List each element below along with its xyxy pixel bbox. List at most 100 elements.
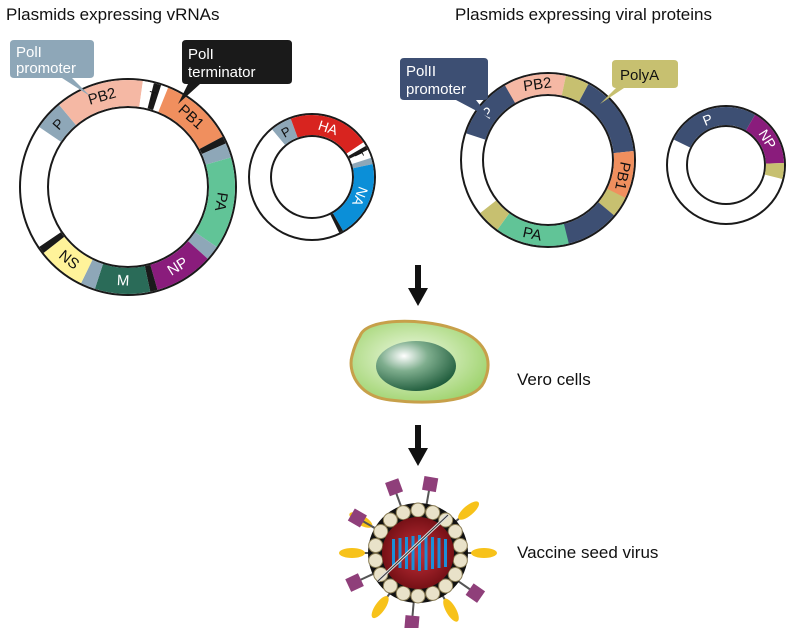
label-m: M [116,272,129,290]
matrix-protein [447,567,463,582]
label-na: NA [349,184,371,209]
na-spike [422,475,439,493]
matrix-protein [368,552,384,568]
segment-polya [764,162,784,180]
segment-divider [39,232,65,253]
callout-pol1-terminator: PolI terminator [178,40,292,104]
segment-divider [144,264,158,292]
segment-m [94,264,151,295]
callout-pol1-promoter-line2: promoter [16,60,76,77]
matrix-protein [438,512,454,528]
heading-protein-plasmids: Plasmids expressing viral proteins [455,5,712,24]
rnp-segment [398,538,402,568]
label-pb1: PB1 [611,160,634,191]
segment-promoter-pb1 [578,84,634,154]
segment-pb1 [158,87,223,149]
callout-pol2-promoter: PolII promoter [400,58,490,118]
matrix-protein [382,578,398,594]
callout-polya-label: PolyA [620,67,659,84]
callout-pol1-terminator-line1: PolI [188,46,214,63]
ha-spike [458,501,480,520]
segment-polya [561,75,589,102]
matrix-protein [410,588,426,604]
callout-pol1-promoter: PolI promoter [10,40,94,96]
heading-vrna-plasmids: Plasmids expressing vRNAs [6,5,220,24]
ha-spike [443,598,459,622]
callout-pol2-promoter-line2: promoter [406,81,466,98]
segment-divider [199,136,226,155]
segment-promoter-p [272,118,298,145]
label-pa: PA [211,191,231,212]
label-pb2: PB2 [522,74,552,95]
na-spike [385,478,404,497]
rnp-segment [444,539,447,567]
rnp-segment [437,538,441,568]
rnp-segment [418,535,421,571]
label-vaccine-seed-virus: Vaccine seed virus [517,543,658,562]
label-ha: HA [316,117,340,138]
segment-pb2 [59,79,143,125]
rod-edge [377,514,449,582]
matrix-protein [368,538,384,554]
matrix-protein [452,538,468,554]
segment-polya-pa [480,200,510,230]
segment-promoter-np [188,232,217,259]
segment-np [746,114,784,164]
label-vero-cells: Vero cells [517,370,591,389]
matrix-protein [425,585,441,601]
matrix-protein [395,585,411,601]
matrix-protein [395,505,411,521]
segment-na [333,164,374,231]
segment-terminator-bar [147,83,162,110]
segment-promoter-ns [81,259,103,289]
segment-ns [43,236,93,284]
na-spike [465,583,486,603]
rnp-segment [392,539,395,567]
segment-terminator-bar [348,146,368,159]
ha-spike [471,548,497,558]
vaccine-seed-virus [339,475,497,628]
label-t: T [147,88,159,105]
callout-pol2-promoter-line1: PolII [406,63,436,80]
rnp-segment [411,536,415,570]
segment-np [150,241,208,290]
arrow-to-virus [408,425,428,466]
segment-polya-pb1 [598,188,626,216]
matrix-protein [452,552,468,568]
matrix-protein [382,512,398,528]
callout-polya: PolyA [600,60,678,104]
segment-promoter-p [673,107,755,148]
segment-pa [195,157,235,247]
cell-nucleus [376,341,456,391]
segment-divider [330,213,343,233]
ha-spike [339,548,365,558]
na-spike [345,573,364,592]
callout-pol1-promoter-line1: PolI [16,44,42,61]
matrix-protein [410,502,426,518]
segment-promoter-pa [201,143,231,165]
matrix-protein [373,567,389,582]
rnp-segment [431,537,434,569]
matrix-protein [438,578,454,594]
matrix-protein [425,505,441,521]
segment-promoter-p [39,105,76,142]
segment-promoter-na [351,157,373,169]
ha-spike [371,596,389,619]
na-spike [347,508,367,528]
callout-pol1-terminator-line2: terminator [188,64,256,81]
plasmid-np-expression: PNP [666,105,786,225]
vero-cell [349,319,490,404]
arrow-to-cells [408,265,428,306]
segment-pa [497,213,569,247]
segment-ha [290,114,364,154]
matrix-protein [447,524,463,539]
rnp-segment [424,536,428,570]
na-spike [404,615,420,628]
matrix-protein [373,524,389,539]
segment-pb2 [505,73,566,103]
label-pa: PA [521,224,543,245]
